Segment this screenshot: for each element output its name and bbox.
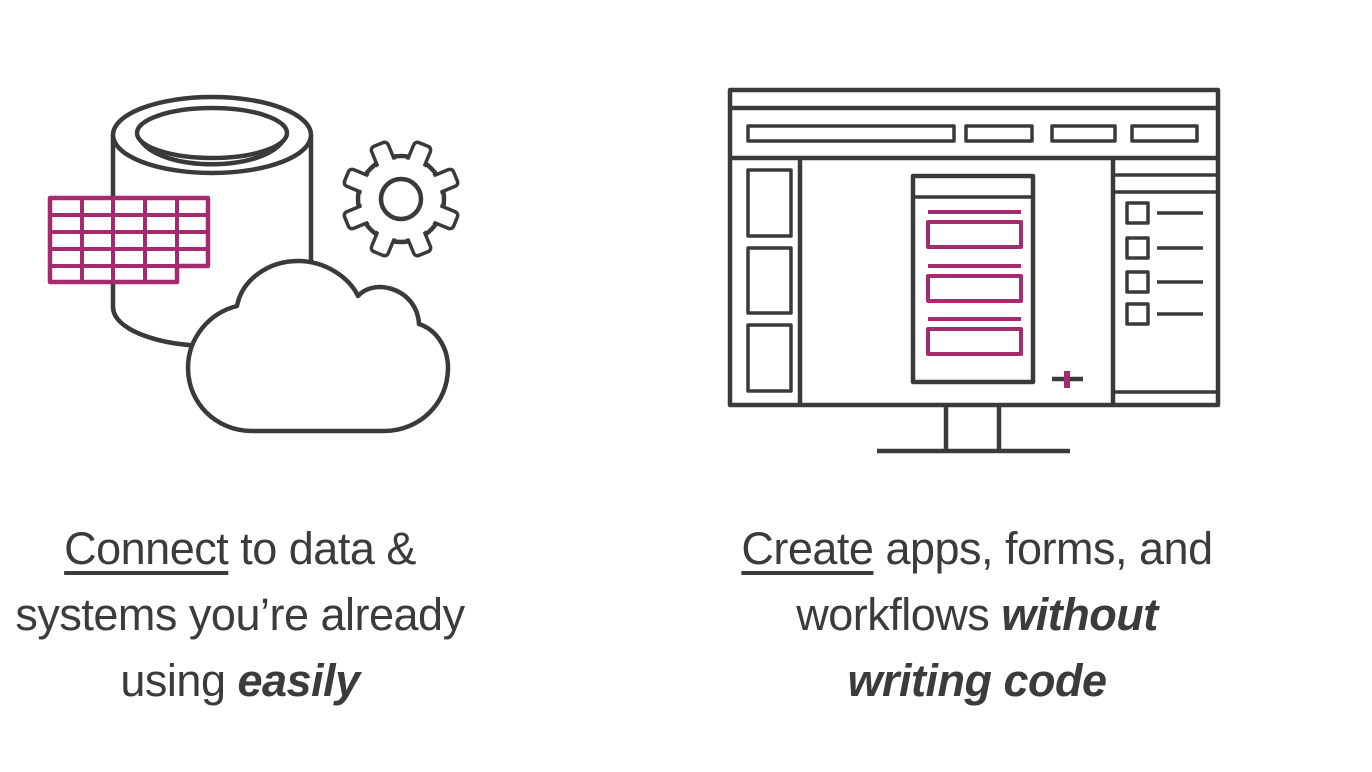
create-illustration [727,87,1221,454]
spreadsheet-grid-icon [47,195,211,285]
connect-caption-text-2: systems you’re already [15,589,465,640]
connect-emphasis: easily [237,655,360,706]
create-emphasis-2: writing code [847,655,1107,706]
create-caption-text-2: workflows [796,589,1002,640]
connect-illustration [47,94,460,434]
create-keyword: Create [741,523,874,574]
nav-sidebar [746,158,803,405]
connect-caption-text-1: to data & [228,523,416,574]
connect-caption-line-2: systems you’re already [0,582,500,648]
cloud-icon [185,258,451,434]
monitor-stand [877,405,1070,454]
create-caption-text-1: apps, forms, and [873,523,1213,574]
connect-caption-line-3: using easily [0,648,500,714]
create-caption: Create apps, forms, and workflows withou… [717,516,1237,714]
connect-keyword: Connect [64,523,229,574]
create-caption-line-3: writing code [717,648,1237,714]
connect-caption-text-3: using [120,655,238,706]
toolbar-bars [746,124,1199,143]
connect-caption: Connect to data & systems you’re already… [0,516,500,714]
connect-caption-line-1: Connect to data & [0,516,500,582]
create-emphasis-1: without [1001,589,1158,640]
form-canvas [910,173,1036,385]
gear-icon [342,140,460,258]
create-caption-line-1: Create apps, forms, and [717,516,1237,582]
create-caption-line-2: workflows without [717,582,1237,648]
checkbox-list [1125,201,1203,326]
properties-panel [1110,158,1218,405]
add-plus-icon [1052,371,1083,388]
